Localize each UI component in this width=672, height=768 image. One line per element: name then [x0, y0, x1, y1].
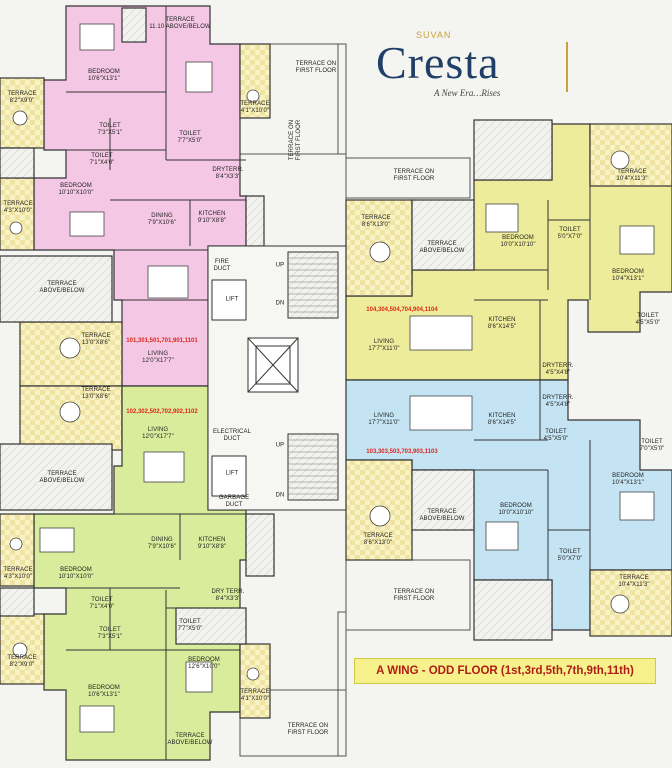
stairs	[288, 257, 338, 495]
flat-number-yellow: 104,304,504,704,904,1104	[366, 307, 438, 313]
flat-number-green: 102,302,502,702,902,1102	[126, 409, 198, 415]
logo-divider	[566, 42, 568, 92]
flat-number-blue: 103,303,503,703,903,1103	[366, 449, 438, 455]
room-label: DRYTERR.4'5"X4'8"	[542, 363, 574, 376]
flat-pink	[0, 5, 271, 451]
room-label: DN	[275, 492, 285, 499]
logo-brand: SUVAN	[416, 30, 452, 40]
core	[207, 245, 347, 511]
green-walls	[34, 513, 246, 760]
pink-walls	[66, 6, 246, 301]
room-label: LIFT	[225, 296, 239, 303]
room-label: UP	[275, 442, 285, 449]
room-label: UP	[275, 262, 285, 269]
logo: SUVAN Cresta A New Era…Rises	[372, 30, 572, 110]
logo-name: Cresta	[376, 37, 500, 88]
blue-walls	[474, 380, 591, 580]
floor-banner: A WING - ODD FLOOR (1st,3rd,5th,7th,9th,…	[354, 658, 656, 684]
room-label: DN	[275, 300, 285, 307]
flat-number-pink: 101,301,501,701,901,1101	[126, 338, 198, 344]
room-label: DRY TERR.8'4"X3'3"	[211, 589, 245, 602]
logo-tagline: A New Era…Rises	[434, 88, 501, 98]
room-label: LIFT	[225, 470, 239, 477]
room-label: DRYTERR.4'5"X4'8"	[542, 395, 574, 408]
yellow-walls	[474, 186, 591, 380]
room-label: DRYTERR.8'4"X3'3"	[212, 167, 244, 180]
furniture	[9, 23, 655, 733]
